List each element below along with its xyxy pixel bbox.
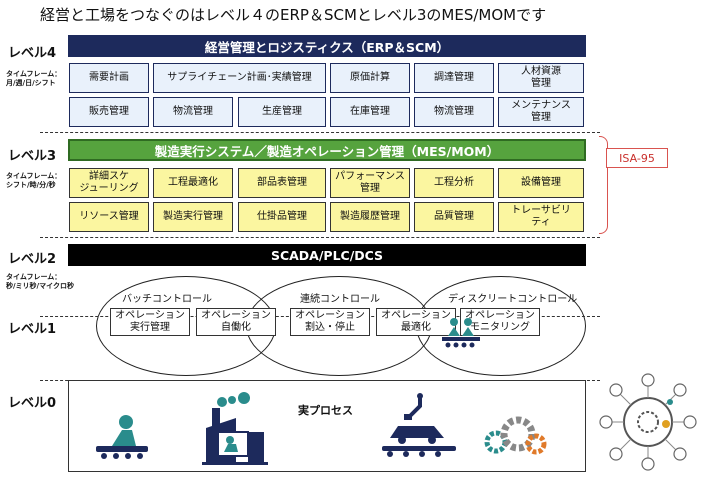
- level3-function-cell: トレーサビリ ティ: [498, 202, 584, 232]
- level1-label: レベル1: [8, 322, 57, 337]
- level2-label: レベル2: [8, 252, 57, 267]
- level4-function-cell: 需要計画: [69, 63, 149, 93]
- level4-function-cell: 物流管理: [414, 97, 494, 127]
- level3-function-cell: 仕掛品管理: [238, 202, 326, 232]
- level4-function-cell: 人材資源 管理: [498, 63, 584, 93]
- level4-bar: 経営管理とロジスティクス（ERP＆SCM）: [68, 35, 586, 57]
- level4-function-cell: 調達管理: [414, 63, 494, 93]
- level3-function-cell: 工程分析: [414, 168, 494, 198]
- level1-operation-box: オペレーション 実行管理: [110, 308, 190, 336]
- page-title: 経営と工場をつなぐのはレベル４のERP＆SCMとレベル3のMES/MOMです: [40, 6, 547, 24]
- robot-arm-car-icon: [382, 393, 456, 457]
- factory-icon: [202, 392, 268, 465]
- isa95-label: ISA-95: [606, 148, 668, 168]
- level4-label: レベル4: [8, 46, 57, 61]
- level4-timeframe: タイムフレーム： 月/週/日/シフト: [6, 70, 62, 87]
- real-process-label: 実プロセス: [298, 404, 353, 417]
- level1-operation-box: オペレーション 割込・停止: [290, 308, 370, 336]
- level3-function-cell: 製造履歴管理: [330, 202, 410, 232]
- level4-function-cell: 販売管理: [69, 97, 149, 127]
- level3-function-cell: リソース管理: [69, 202, 149, 232]
- level3-function-cell: 詳細スケ ジューリング: [69, 168, 149, 198]
- divider-4-3: [40, 132, 600, 133]
- level4-function-cell: サプライチェーン計画･実績管理: [153, 63, 326, 93]
- worker-on-conveyor-icon: [96, 415, 148, 459]
- level1-operation-box: オペレーション モニタリング: [460, 308, 540, 336]
- discrete-control-label: ディスクリートコントロール: [448, 294, 578, 305]
- level1-operation-box: オペレーション 最適化: [376, 308, 456, 336]
- batch-control-label: バッチコントロール: [122, 294, 212, 305]
- level1-operation-box: オペレーション 自働化: [196, 308, 276, 336]
- level3-function-cell: 品質管理: [414, 202, 494, 232]
- level4-function-cell: 物流管理: [153, 97, 233, 127]
- gears-icon: [484, 416, 547, 455]
- level2-timeframe: タイムフレーム： 秒/ミリ秒/マイクロ秒: [6, 273, 74, 290]
- level4-function-cell: メンテナンス 管理: [498, 97, 584, 127]
- level4-function-cell: 原価計算: [330, 63, 410, 93]
- level3-label: レベル3: [8, 149, 57, 164]
- level3-function-cell: 部品表管理: [238, 168, 326, 198]
- level0-label: レベル0: [8, 396, 57, 411]
- level3-function-cell: パフォーマンス 管理: [330, 168, 410, 198]
- divider-3-2: [40, 237, 600, 238]
- level4-function-cell: 生産管理: [238, 97, 326, 127]
- continuous-control-label: 連続コントロール: [300, 294, 380, 305]
- level3-function-cell: 設備管理: [498, 168, 584, 198]
- level2-bar: SCADA/PLC/DCS: [68, 244, 586, 266]
- level3-function-cell: 製造実行管理: [153, 202, 233, 232]
- level0-box: [68, 380, 586, 472]
- level3-bar: 製造実行システム／製造オペレーション管理（MES/MOM）: [68, 139, 586, 161]
- level3-function-cell: 工程最適化: [153, 168, 233, 198]
- level4-function-cell: 在庫管理: [330, 97, 410, 127]
- iot-network-icon: [599, 373, 697, 471]
- worker-conveyor-icon: [442, 318, 480, 348]
- level3-timeframe: タイムフレーム： シフト/時/分/秒: [6, 172, 62, 189]
